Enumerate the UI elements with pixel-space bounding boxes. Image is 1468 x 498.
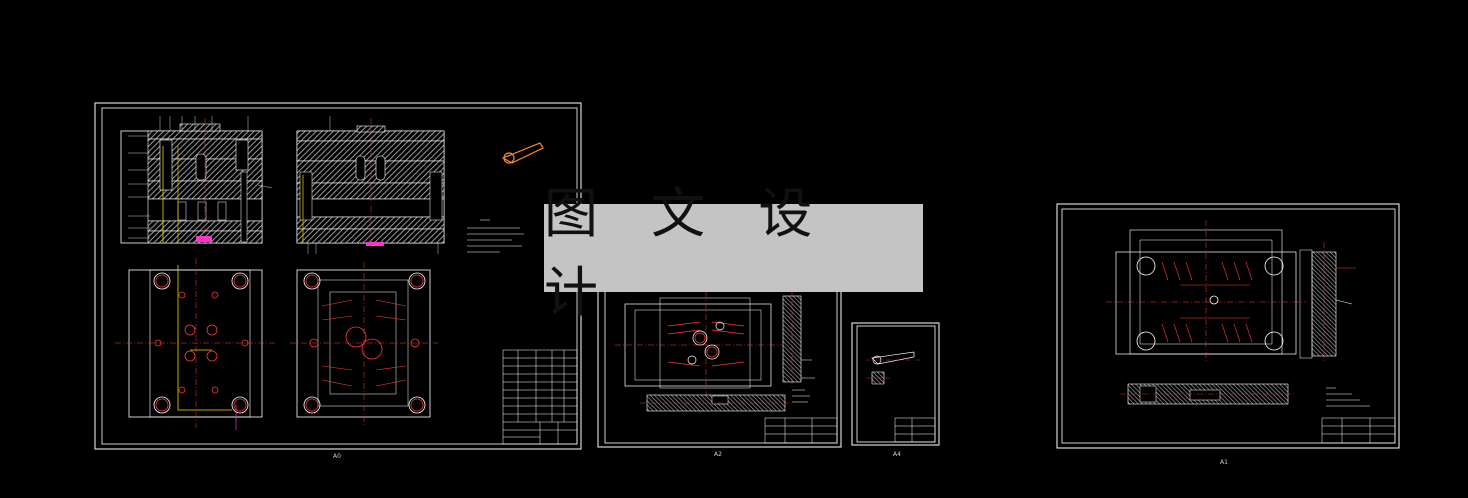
sheet-a4[interactable] <box>851 322 940 446</box>
title-block-a1 <box>1321 417 1396 444</box>
notes-a2 <box>792 389 810 403</box>
watermark-banner: 图 文 设 计 <box>544 182 923 324</box>
cavity-plate-plan <box>1106 220 1306 362</box>
title-block-a4 <box>894 417 936 443</box>
sheet-a0[interactable] <box>94 102 582 450</box>
cavity-plate-side <box>1299 242 1356 362</box>
assembly-section-front <box>120 116 273 250</box>
cavity-plate-section <box>1120 383 1296 405</box>
insert-part-view <box>866 351 920 385</box>
sheet-label-a1: A1 <box>1220 459 1228 466</box>
title-block-a0 <box>502 349 578 445</box>
sheet-a1-outer-frame <box>1056 203 1400 449</box>
plan-view-fixed-half <box>290 262 438 425</box>
sheet-a4-outer-frame <box>851 322 940 446</box>
core-plate-section <box>640 394 792 412</box>
sheet-label-a0: A0 <box>333 453 341 460</box>
sheet-a1[interactable] <box>1056 203 1400 449</box>
notes-a1 <box>1326 387 1370 407</box>
technical-notes <box>467 219 524 253</box>
sheet-label-a2: A2 <box>714 451 722 458</box>
sheet-label-a4: A4 <box>893 451 901 458</box>
sheet-a4-inner-frame <box>856 325 936 443</box>
product-part-sketch <box>501 142 544 164</box>
core-plate-plan <box>615 292 782 395</box>
plan-view-moving-half <box>115 258 275 430</box>
core-plate-side <box>782 290 815 388</box>
sheet-a1-inner-frame <box>1061 208 1396 444</box>
title-block-a2 <box>764 417 838 444</box>
assembly-section-side <box>296 116 445 254</box>
